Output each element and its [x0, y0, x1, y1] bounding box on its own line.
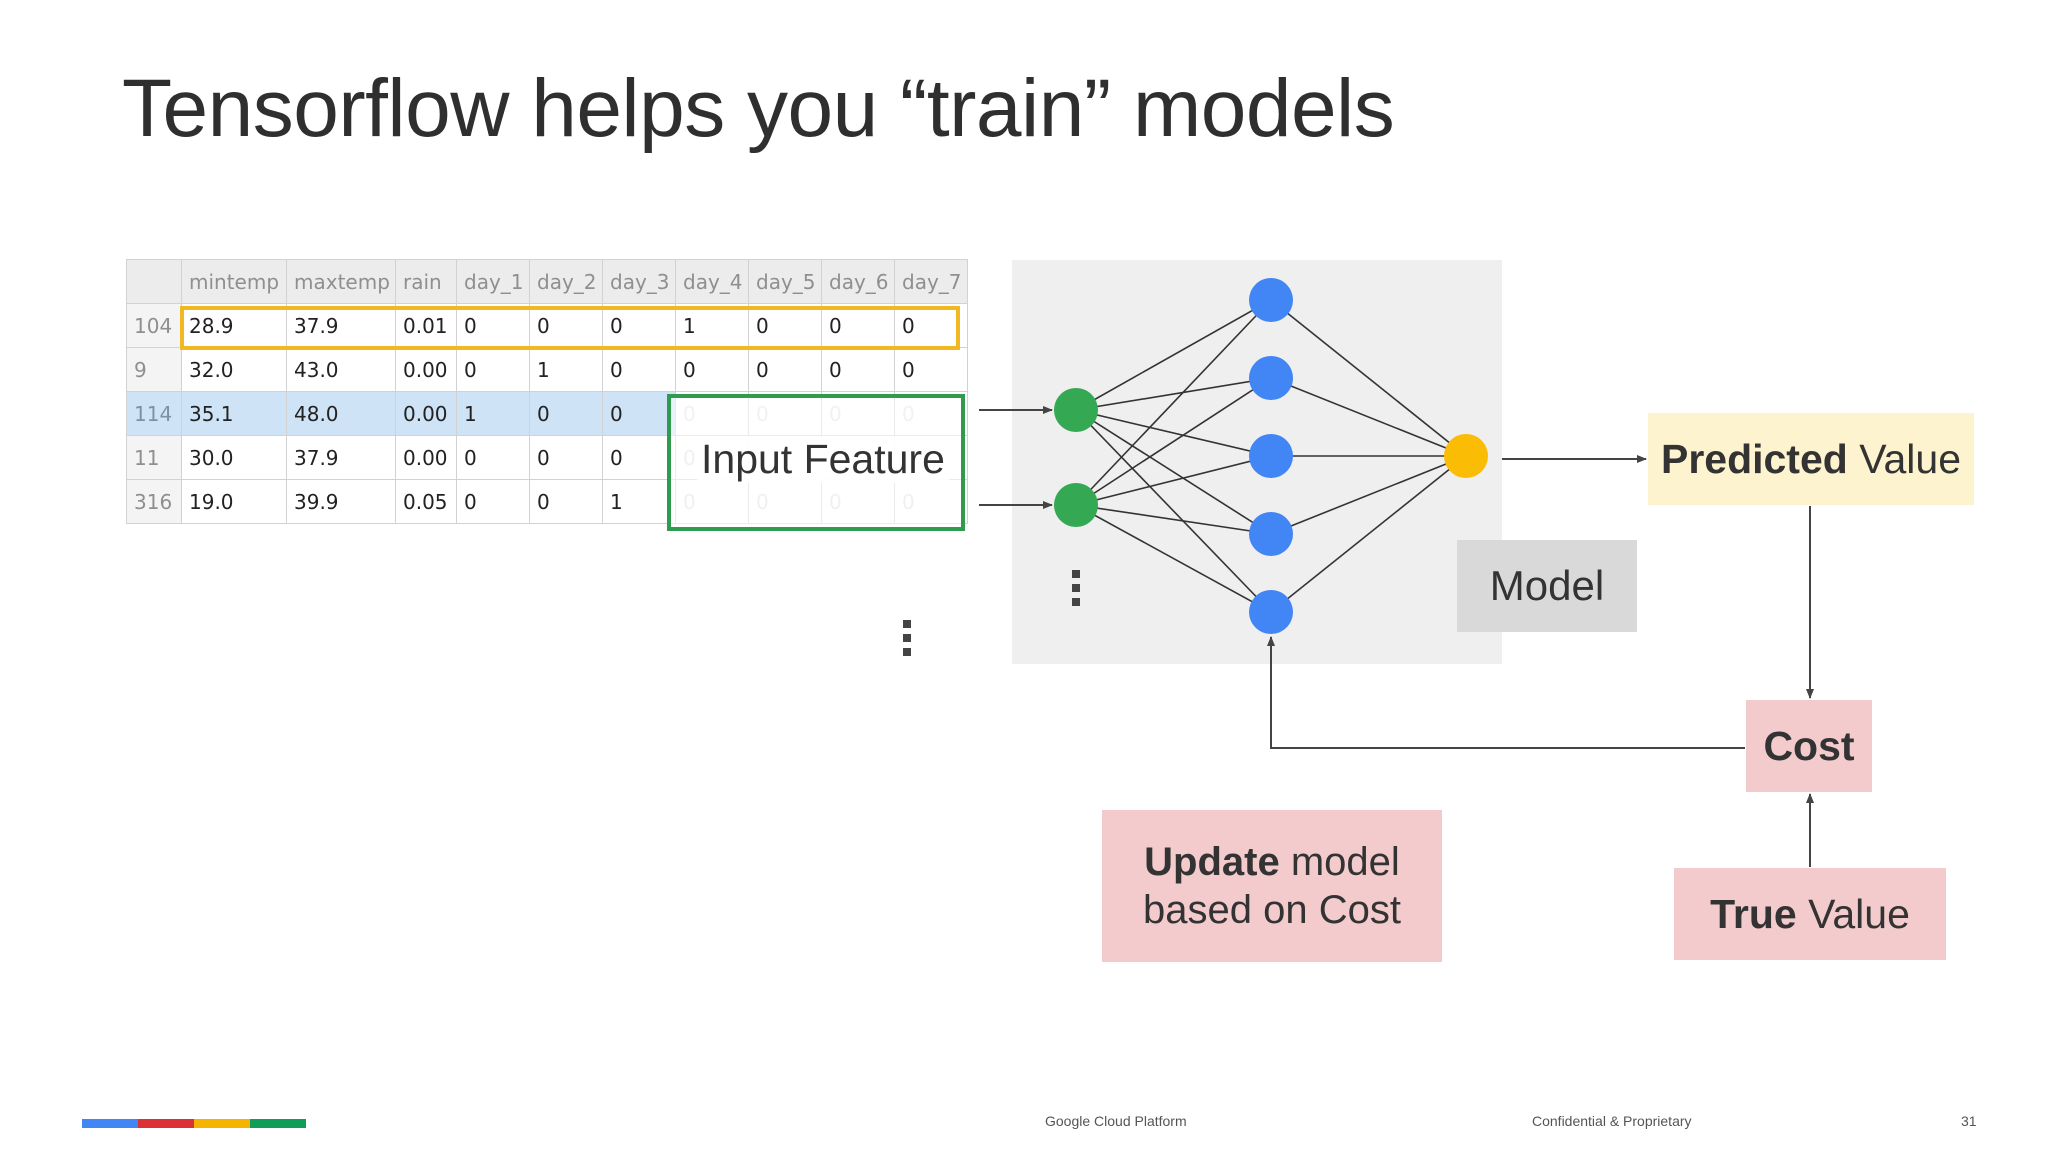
- column-header: day_3: [602, 259, 676, 304]
- highlighted-row-outline: [180, 306, 960, 350]
- update-model-box: Update model based on Cost: [1102, 810, 1442, 962]
- output-node: [1444, 434, 1488, 478]
- hidden-node: [1249, 512, 1293, 556]
- hidden-node: [1249, 590, 1293, 634]
- table-cell: 0: [602, 303, 676, 348]
- table-cell: 0.05: [395, 479, 457, 524]
- update-rest: model: [1279, 840, 1400, 884]
- row-index: 316: [126, 479, 182, 524]
- hidden-node: [1249, 434, 1293, 478]
- table-cell: 48.0: [286, 391, 396, 436]
- cost-box: Cost: [1746, 700, 1872, 792]
- table-cell: 0: [821, 303, 895, 348]
- predicted-rest: Value: [1847, 435, 1962, 482]
- table-row: 104 28.9 37.9 0.01 0 0 0 1 0 0 0: [126, 303, 968, 348]
- predicted-bold: Predicted: [1660, 435, 1848, 482]
- true-value-box: True Value: [1674, 868, 1946, 960]
- table-cell: 0: [456, 479, 530, 524]
- predicted-value-box: Predicted Value: [1648, 413, 1974, 505]
- table-cell: 0: [602, 391, 676, 436]
- table-cell: 0.00: [395, 347, 457, 392]
- column-header: day_5: [748, 259, 822, 304]
- table-cell: 1: [602, 479, 676, 524]
- true-bold: True: [1710, 890, 1797, 937]
- input-ellipsis-icon: [1072, 570, 1080, 606]
- table-cell: 1: [675, 303, 749, 348]
- footer-page-number: 31: [1961, 1113, 1977, 1129]
- table-cell: 39.9: [286, 479, 396, 524]
- footer-brand: Google Cloud Platform: [1045, 1113, 1187, 1129]
- input-feature-label: Input Feature: [697, 436, 949, 483]
- table-cell: 0.01: [395, 303, 457, 348]
- input-node: [1054, 388, 1098, 432]
- google-color-bar: [82, 1119, 306, 1128]
- column-header: day_7: [894, 259, 968, 304]
- row-index: 11: [126, 435, 182, 480]
- table-cell: 0: [529, 391, 603, 436]
- table-header-row: mintemp maxtemp rain day_1 day_2 day_3 d…: [126, 259, 968, 304]
- table-row: 9 32.0 43.0 0.00 0 1 0 0 0 0 0: [126, 347, 968, 392]
- input-node: [1054, 483, 1098, 527]
- update-line-1: Update model: [1144, 838, 1400, 886]
- row-index: 114: [126, 391, 182, 436]
- column-header: day_2: [529, 259, 603, 304]
- table-cell: 19.0: [181, 479, 287, 524]
- row-index: 104: [126, 303, 182, 348]
- model-label-box: Model: [1457, 540, 1637, 632]
- slide-title: Tensorflow helps you “train” models: [122, 63, 1395, 154]
- table-cell: 0: [529, 479, 603, 524]
- table-cell: 0: [894, 303, 968, 348]
- table-cell: 0: [602, 347, 676, 392]
- table-cell: 35.1: [181, 391, 287, 436]
- vertical-ellipsis-icon: [903, 620, 911, 662]
- column-header: day_6: [821, 259, 895, 304]
- table-cell: 0: [675, 347, 749, 392]
- column-header: rain: [395, 259, 457, 304]
- table-cell: 0: [456, 435, 530, 480]
- color-segment-red: [138, 1119, 194, 1128]
- update-bold: Update: [1144, 840, 1280, 884]
- column-header: day_4: [675, 259, 749, 304]
- color-segment-yellow: [194, 1119, 250, 1128]
- hidden-node: [1249, 356, 1293, 400]
- row-index: 9: [126, 347, 182, 392]
- table-cell: 0.00: [395, 391, 457, 436]
- table-cell: 1: [456, 391, 530, 436]
- true-rest: Value: [1796, 890, 1910, 937]
- column-header: [126, 259, 182, 304]
- table-cell: 30.0: [181, 435, 287, 480]
- table-cell: 28.9: [181, 303, 287, 348]
- weather-data-table: mintemp maxtemp rain day_1 day_2 day_3 d…: [126, 259, 968, 524]
- update-line-2: based on Cost: [1143, 888, 1401, 932]
- network-edges: [1075, 299, 1467, 613]
- cost-feedback-arrow: [1267, 636, 1745, 749]
- table-cell: 0: [456, 303, 530, 348]
- hidden-node: [1249, 278, 1293, 322]
- color-segment-green: [250, 1119, 306, 1128]
- color-segment-blue: [82, 1119, 138, 1128]
- table-cell: 37.9: [286, 303, 396, 348]
- footer-confidential: Confidential & Proprietary: [1532, 1113, 1692, 1129]
